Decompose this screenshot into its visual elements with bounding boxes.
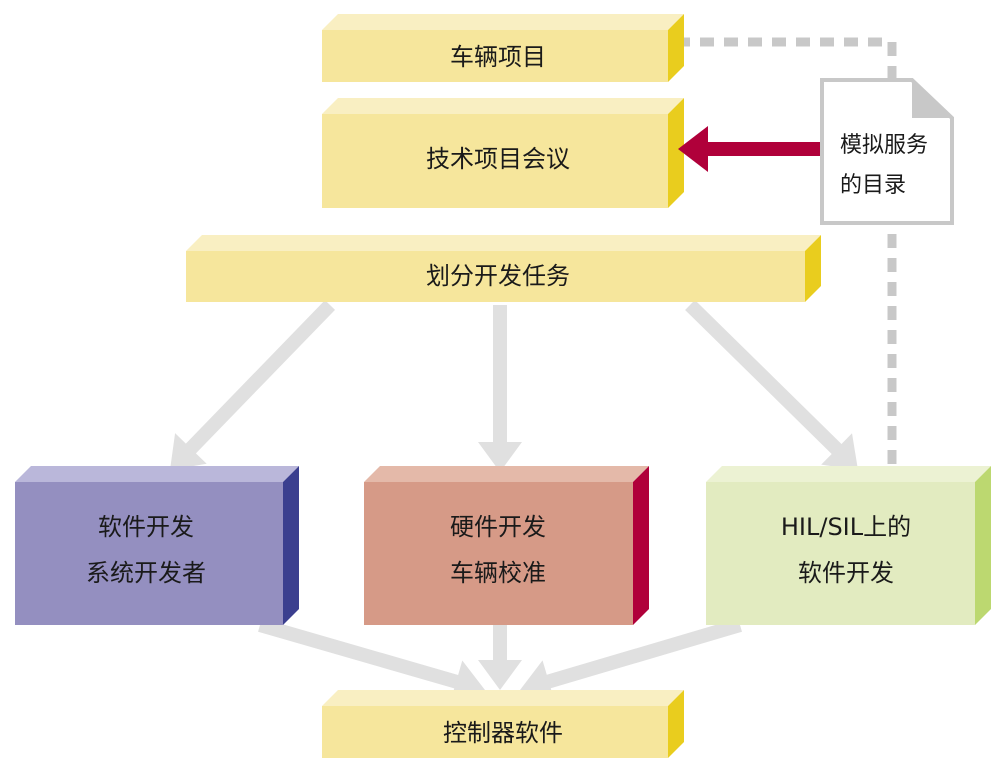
box-controller-sw — [322, 690, 684, 758]
flow-arrow — [685, 300, 858, 470]
box-tech-meeting — [322, 98, 684, 208]
box-divide-tasks-front — [186, 251, 805, 302]
red-arrow — [678, 126, 825, 172]
box-hil-sil-line2: 软件开发 — [798, 559, 894, 587]
box-software-dev-side — [283, 466, 299, 625]
document-label-line1: 模拟服务 — [840, 133, 928, 158]
box-software-dev — [15, 466, 299, 625]
box-tech-meeting-front — [322, 114, 668, 208]
box-vehicle-project-top — [322, 14, 684, 30]
document-label-line2: 的目录 — [840, 173, 906, 198]
box-controller-sw-top — [322, 690, 684, 706]
box-controller-sw-side — [668, 690, 684, 758]
box-hil-sil-top — [706, 466, 991, 482]
flow-arrow — [478, 305, 522, 472]
document-icon: 模拟服务 的目录 — [820, 78, 954, 225]
box-hardware-dev — [364, 466, 649, 625]
box-hil-sil-line1: HIL/SIL上的 — [781, 513, 911, 541]
box-hardware-dev-front — [364, 482, 633, 625]
flow-arrow — [258, 618, 485, 703]
flow-arrow — [520, 618, 742, 703]
box-hil-sil — [706, 466, 991, 625]
flow-arrow — [478, 625, 522, 690]
box-divide-tasks — [186, 235, 821, 302]
box-hardware-dev-top — [364, 466, 649, 482]
box-software-dev-line2: 系统开发者 — [86, 559, 206, 587]
flow-arrow — [170, 300, 336, 470]
box-hardware-dev-line2: 车辆校准 — [450, 559, 546, 587]
boxes — [15, 14, 991, 758]
box-software-dev-top — [15, 466, 299, 482]
box-hil-sil-front — [706, 482, 975, 625]
box-tech-meeting-side — [668, 98, 684, 208]
box-controller-sw-front — [322, 706, 668, 758]
box-vehicle-project-side — [668, 14, 684, 82]
box-divide-tasks-label: 划分开发任务 — [426, 262, 570, 290]
box-divide-tasks-side — [805, 235, 821, 302]
box-vehicle-project — [322, 14, 684, 82]
box-vehicle-project-front — [322, 30, 668, 82]
box-divide-tasks-top — [186, 235, 821, 251]
box-software-dev-front — [15, 482, 283, 625]
box-tech-meeting-label: 技术项目会议 — [426, 145, 570, 173]
box-tech-meeting-top — [322, 98, 684, 114]
box-hil-sil-side — [975, 466, 991, 625]
box-hardware-dev-line1: 硬件开发 — [450, 513, 546, 541]
box-software-dev-line1: 软件开发 — [98, 513, 194, 541]
dashed-connector — [676, 37, 897, 470]
box-hardware-dev-side — [633, 466, 649, 625]
box-controller-sw-label: 控制器软件 — [443, 719, 563, 747]
box-vehicle-project-label: 车辆项目 — [450, 43, 546, 71]
flow-arrows — [170, 300, 858, 703]
